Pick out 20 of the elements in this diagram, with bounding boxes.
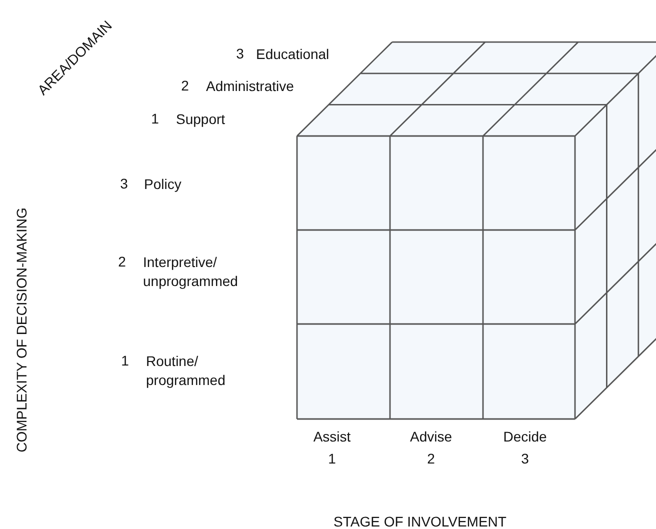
complexity-label: Policy [144, 175, 182, 194]
level-number: 2 [427, 450, 435, 468]
level-number: 1 [151, 110, 159, 128]
level-number: 1 [328, 450, 336, 468]
axis-title: COMPLEXITY OF DECISION-MAKING [12, 208, 30, 452]
complexity-label: Routine/ programmed [146, 352, 226, 390]
stage-label: Assist [313, 428, 351, 446]
level-number: 3 [120, 174, 128, 194]
stage-label: Advise [410, 428, 452, 446]
stage-label: Decide [503, 428, 547, 446]
level-number: 1 [121, 352, 129, 370]
level-number: 3 [521, 450, 529, 468]
axis-title: STAGE OF INVOLVEMENT [334, 512, 506, 529]
level-number: 3 [236, 44, 244, 64]
level-number: 2 [181, 76, 189, 96]
level-number: 2 [118, 252, 126, 272]
domain-label: Educational [256, 45, 330, 64]
domain-label: Administrative [206, 77, 294, 96]
complexity-label: Interpretive/ unprogrammed [143, 253, 239, 291]
domain-label: Support [176, 110, 226, 129]
